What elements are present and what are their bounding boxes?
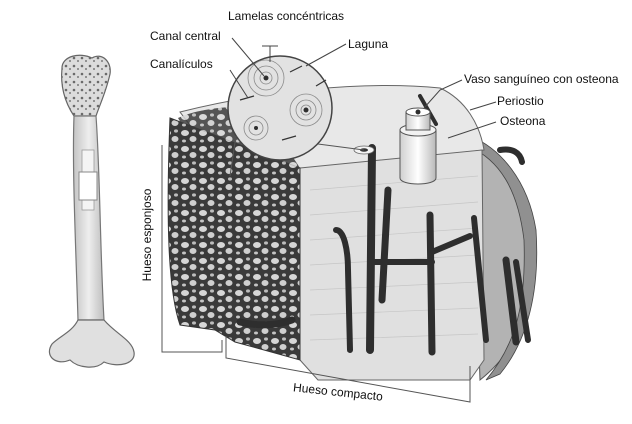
leader-periostio — [470, 102, 496, 110]
long-bone — [49, 55, 134, 367]
label-laguna: Laguna — [348, 37, 388, 51]
vessel-3 — [430, 215, 432, 352]
bone-shaft — [73, 116, 104, 320]
bone-cut-section — [79, 172, 97, 200]
vessel-1 — [370, 148, 372, 350]
label-lamelas-concentricas: Lamelas concéntricas — [228, 9, 344, 23]
label-canaliculos: Canalículos — [150, 57, 213, 71]
bone-epiphysis-top — [62, 55, 111, 116]
leader-laguna — [306, 44, 346, 66]
label-periostio: Periostio — [497, 94, 544, 108]
label-canal-central: Canal central — [150, 29, 221, 43]
bone-epiphysis-bottom — [49, 320, 134, 367]
label-osteona: Osteona — [500, 114, 545, 128]
label-hueso-esponjoso: Hueso esponjoso — [140, 189, 154, 282]
bone-block — [162, 85, 537, 402]
label-vaso-sanguineo: Vaso sanguíneo con osteona — [464, 72, 619, 86]
